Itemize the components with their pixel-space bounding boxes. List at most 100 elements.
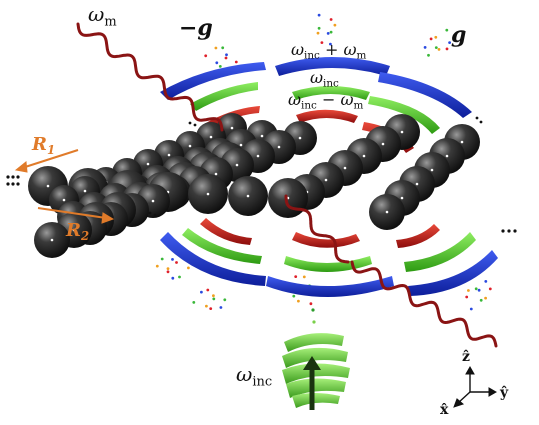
omega-inc-minus-m-label: ωinc − ωm [288, 90, 364, 112]
band-blue-center [275, 57, 390, 76]
band-blue-left [160, 62, 266, 100]
band-green-center [292, 86, 370, 100]
sparkle-dot [192, 301, 196, 304]
mechanical-waves [76, 22, 498, 348]
band-red-lower-left [200, 218, 252, 245]
mechanical-wave-segment-mid [284, 194, 350, 264]
sparkle-dot [326, 32, 330, 35]
sparkle-dot [205, 304, 208, 308]
sparkle-dot [437, 48, 441, 51]
sparkle-dot [329, 42, 332, 46]
sparkle-dot [178, 275, 181, 279]
sparkle-dot [320, 41, 324, 44]
dark-sphere-icon [228, 176, 268, 216]
sparkle-dot [218, 65, 222, 68]
sparkle-dot [225, 53, 228, 57]
sparkle-dot [423, 46, 427, 49]
sparkle-dot [187, 266, 190, 270]
sparkle-dot [171, 258, 174, 261]
sparkle-dot [474, 287, 478, 291]
sparkle-dot [204, 54, 208, 58]
r1-label: R1 [32, 134, 56, 158]
dark-sphere-icon [369, 194, 405, 230]
sparkle-dot [215, 61, 219, 65]
incident-wavefront-icon [282, 308, 350, 410]
r2-label: R2 [66, 220, 90, 244]
sparkle-dot [465, 295, 469, 299]
sparkle-dot [469, 307, 473, 311]
continuation-dots [6, 116, 517, 245]
sparkle-dot [329, 18, 333, 21]
sparkle-dot [445, 47, 449, 51]
sparkle-dot [175, 261, 178, 264]
sparkle-dot [484, 296, 487, 300]
r2-arrow [37, 207, 107, 219]
sparkle-dot [209, 307, 213, 310]
sparkle-dot [200, 290, 203, 294]
sparkle-dot [224, 56, 228, 60]
sparkle-dot [477, 288, 481, 292]
sparkle-dot [467, 289, 470, 292]
sparkle-dot [171, 276, 175, 280]
sparkle-dot [155, 264, 159, 268]
axis-x-label: x̂ [440, 402, 449, 418]
sparkle-dot [212, 294, 215, 298]
coordinate-axes [453, 365, 498, 408]
omega-m-label: ωm [88, 2, 117, 30]
band-red-lower-right [396, 224, 440, 248]
band-red-center [296, 109, 358, 123]
sparkle-dot [302, 275, 306, 279]
sparkle-dot [445, 28, 449, 32]
sparkle-dot [434, 35, 438, 39]
omega-inc-bottom-label: ωinc [236, 362, 273, 390]
band-blue-right [378, 72, 472, 118]
g-label: g [451, 22, 467, 48]
neg-g-label: −g [179, 15, 213, 41]
sparkle-dot [221, 46, 225, 50]
axis-z-label: ẑ [462, 349, 470, 365]
sparkle-dot [484, 280, 488, 283]
dark-sphere-icon [188, 174, 228, 214]
lattice-vector-arrows [14, 149, 115, 224]
band-blue-lower-center [266, 276, 394, 297]
sparkle-dot [214, 46, 218, 50]
sparkle-dot [333, 23, 337, 27]
incoming-mechanical-wave [76, 22, 224, 132]
band-blue-lower-right [408, 250, 498, 296]
band-green-lower-center [284, 256, 372, 272]
band-red-lower-center [292, 232, 360, 248]
dark-sphere-icon [34, 222, 70, 258]
r1-arrowhead [14, 161, 28, 173]
sparkle-dot [223, 298, 227, 302]
r1-arrow [21, 149, 79, 169]
sparkle-dot [219, 306, 223, 309]
atom-lattice [28, 113, 480, 258]
sparkle-dot [234, 60, 238, 64]
diffracted-bands-bottom [160, 218, 498, 297]
outgoing-mechanical-wave [350, 260, 498, 348]
band-green-lower-right [404, 232, 476, 272]
sparkle-dot [434, 46, 438, 49]
sparkle-dot [316, 31, 320, 35]
sparkle-dot [317, 13, 321, 17]
sparkle-dot [479, 298, 483, 302]
band-green-right [368, 96, 440, 134]
sparkle-dot [329, 30, 333, 34]
omega-inc-plus-m-label: ωinc + ωm [291, 40, 367, 62]
band-green-left [190, 82, 258, 111]
sparkle-dot [429, 37, 433, 41]
dark-sphere-icon [268, 178, 308, 218]
omega-inc-label-top: ωinc [310, 68, 339, 90]
r2-arrowhead [101, 212, 115, 224]
sparkle-dot [309, 302, 313, 306]
sparkle-dot [448, 41, 451, 44]
sparkle-dot [212, 297, 216, 301]
axis-y-label: ŷ [500, 385, 509, 401]
sparkle-dot [206, 288, 210, 292]
sparkle-dot [488, 287, 492, 291]
band-green-lower-left [182, 228, 262, 264]
band-blue-lower-left [160, 232, 266, 286]
sparkle-dot [166, 267, 170, 270]
